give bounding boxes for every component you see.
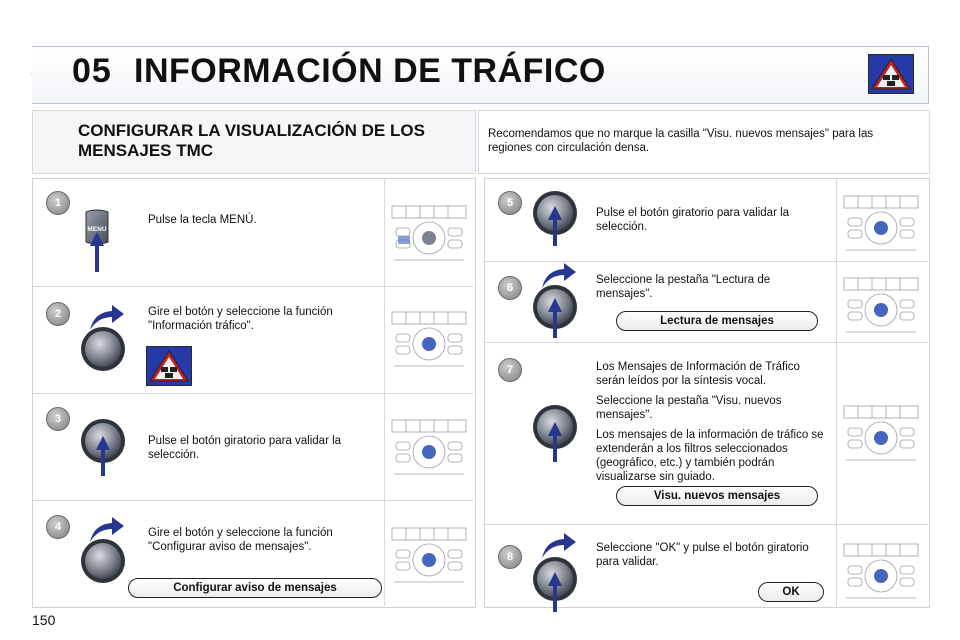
console-illustration [388,296,470,380]
section-note: Recomendamos que no marque la casilla "V… [488,128,874,154]
press-arrow-icon [548,572,562,612]
step-text-7: Los Mensajes de Información de Tráfico s… [596,361,824,483]
console-illustration [840,262,922,346]
row-separator [836,179,837,606]
step-badge-3: 3 [46,407,70,431]
rotate-arrow-icon [540,532,578,560]
step-text-8: Seleccione "OK" y pulse el botón girator… [596,542,809,568]
row-separator [33,393,474,394]
step-text-5: Pulse el botón giratorio para validar la… [596,207,790,233]
console-illustration [388,404,470,488]
chapter-title: INFORMACIÓN DE TRÁFICO [134,52,606,90]
console-illustration [388,190,470,274]
row-separator [485,342,928,343]
console-illustration [388,512,470,596]
step-badge-1: 1 [46,191,70,215]
console-illustration [840,528,922,612]
section-note-band [478,110,930,174]
option-lectura-mensajes: Lectura de mensajes [616,311,818,331]
step-badge-4: 4 [46,515,70,539]
row-separator [485,261,928,262]
console-illustration [840,390,922,474]
step-text-2: Gire el botón y seleccione la función "I… [148,306,333,332]
chapter-header [32,46,929,104]
step-badge-8: 8 [498,545,522,569]
section-title-band [32,110,476,174]
step-text-3: Pulse el botón giratorio para validar la… [148,435,342,461]
step-badge-6: 6 [498,276,522,300]
step-badge-5: 5 [498,191,522,215]
traffic-info-icon [146,346,192,386]
rotate-arrow-icon [540,262,578,290]
rotary-knob-icon [80,326,126,372]
svg-text:MENU: MENU [87,226,106,233]
rotary-knob-icon [80,538,126,584]
rotate-arrow-icon [88,304,126,332]
row-separator [33,500,474,501]
row-separator [384,179,385,606]
page-number: 150 [32,612,56,628]
press-arrow-icon [90,232,104,272]
press-arrow-icon [96,436,110,476]
section-title: CONFIGURAR LA VISUALIZACIÓN DE LOS MENSA… [78,121,425,160]
option-ok: OK [758,582,824,602]
menu-key-icon: MENU [82,208,112,246]
traffic-info-icon [868,54,914,94]
console-illustration [840,180,922,264]
step-text-6: Seleccione la pestaña "Lectura de mensaj… [596,274,771,300]
chapter-number: 05 [72,52,112,90]
option-visu-nuevos-mensajes: Visu. nuevos mensajes [616,486,818,506]
row-separator [485,524,928,525]
row-separator [33,286,474,287]
option-configurar-aviso: Configurar aviso de mensajes [128,578,382,598]
press-arrow-icon [548,422,562,462]
press-arrow-icon [548,206,562,246]
rotate-arrow-icon [88,516,126,544]
step-text-4: Gire el botón y seleccione la función "C… [148,527,333,553]
step-badge-7: 7 [498,358,522,382]
step-badge-2: 2 [46,302,70,326]
press-arrow-icon [548,298,562,338]
step-text-1: Pulse la tecla MENÚ. [148,214,257,226]
